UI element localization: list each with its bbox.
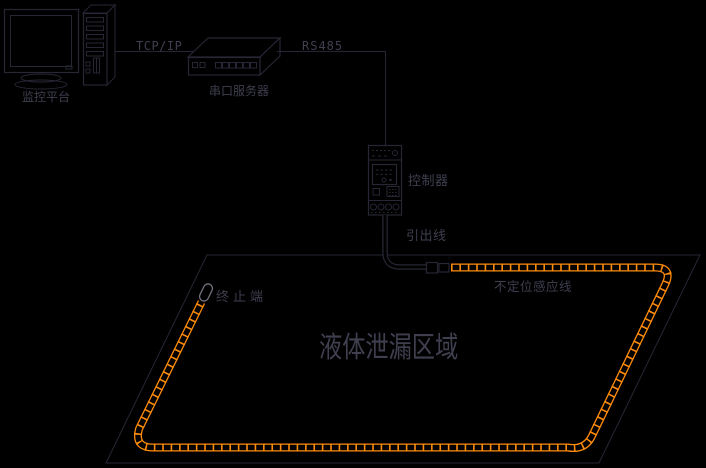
- lead-out-cable: [382, 215, 426, 270]
- computer-tower-icon: [81, 3, 117, 87]
- label-sensing-cable: 不定位感应线: [494, 280, 573, 294]
- cable-connector: [425, 261, 450, 274]
- label-monitoring-platform: 监控平台: [22, 90, 71, 104]
- leak-area-region: [105, 254, 701, 464]
- serial-server-icon: [186, 36, 282, 77]
- sensing-cable: [134, 263, 672, 452]
- monitor-icon: [3, 8, 80, 90]
- label-serial-server: 串口服务器: [209, 84, 270, 98]
- label-controller: 控制器: [408, 173, 449, 188]
- label-rs485: RS485: [302, 39, 344, 53]
- label-lead-out-line: 引出线: [406, 228, 447, 243]
- label-termination-end: 终止端: [216, 289, 268, 304]
- rs485-line: [277, 51, 386, 145]
- label-tcp-ip: TCP/IP: [136, 39, 183, 53]
- label-leak-area: 液体泄漏区域: [319, 332, 459, 364]
- termination-cap-icon: [198, 283, 214, 302]
- controller-icon: [367, 144, 403, 216]
